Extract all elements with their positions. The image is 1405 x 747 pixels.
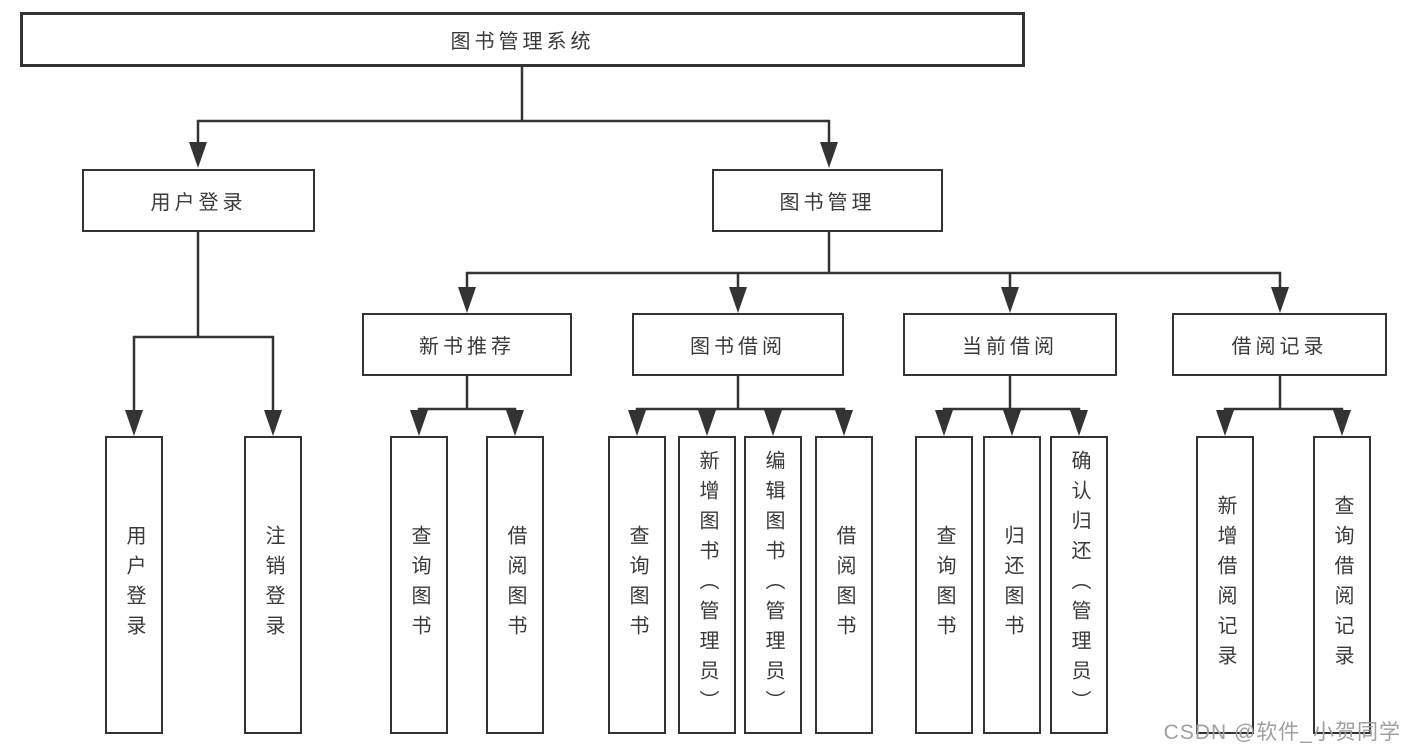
node-borrowing-records-label: 借阅记录 (1231, 336, 1328, 358)
csdn-watermark: CSDN @软件_小贺同学 (1163, 721, 1401, 744)
node-book-management: 图书管理 (712, 169, 943, 232)
arrowheads-new-book-leaves (410, 410, 524, 436)
node-new-book-recommend: 新书推荐 (362, 313, 572, 376)
leaf-add-borrow-record-label: 新增借阅记录 (1214, 495, 1236, 675)
leaf-borrow-books-2-label: 借阅图书 (833, 525, 855, 645)
leaf-add-books-admin: 新增图书（管理员） (678, 436, 736, 734)
connector-root-to-level2 (196, 67, 831, 144)
connector-user-login-to-leaves (132, 232, 275, 411)
leaf-return-books: 归还图书 (983, 436, 1041, 734)
node-current-borrowing: 当前借阅 (903, 313, 1117, 376)
node-borrowing-records: 借阅记录 (1172, 313, 1387, 376)
node-book-borrowing-label: 图书借阅 (690, 336, 786, 358)
leaf-edit-books-admin-label: 编辑图书（管理员） (762, 450, 784, 720)
leaf-confirm-return-admin: 确认归还（管理员） (1050, 436, 1108, 734)
connector-new-book-to-leaves (417, 376, 517, 412)
leaf-query-borrow-record-label: 查询借阅记录 (1331, 495, 1353, 675)
leaf-query-books-3-label: 查询图书 (933, 525, 955, 645)
arrowheads-user-login-leaves (125, 410, 282, 436)
leaf-user-login: 用户登录 (105, 436, 163, 734)
leaf-query-books-3: 查询图书 (915, 436, 973, 734)
node-book-management-label: 图书管理 (779, 192, 876, 214)
node-root-label: 图书管理系统 (450, 31, 595, 53)
leaf-add-borrow-record: 新增借阅记录 (1196, 436, 1254, 734)
connector-borrow-record-to-leaves (1223, 376, 1344, 412)
leaf-borrow-books-2: 借阅图书 (815, 436, 873, 734)
leaf-query-books-1: 查询图书 (390, 436, 448, 734)
leaf-query-borrow-record: 查询借阅记录 (1313, 436, 1371, 734)
leaf-query-books-2: 查询图书 (608, 436, 666, 734)
arrowheads-level3 (458, 287, 1289, 313)
leaf-add-books-admin-label: 新增图书（管理员） (696, 450, 718, 720)
node-root-library-system: 图书管理系统 (20, 12, 1025, 67)
node-user-login: 用户登录 (82, 169, 315, 232)
connector-current-borrow-to-leaves (942, 376, 1081, 412)
leaf-confirm-return-admin-label: 确认归还（管理员） (1068, 450, 1090, 720)
leaf-borrow-books-1-label: 借阅图书 (504, 525, 526, 645)
leaf-logout-label: 注销登录 (262, 525, 284, 645)
node-user-login-label: 用户登录 (150, 192, 247, 214)
leaf-user-login-label: 用户登录 (123, 525, 145, 645)
leaf-logout: 注销登录 (244, 436, 302, 734)
leaf-edit-books-admin: 编辑图书（管理员） (744, 436, 802, 734)
leaf-query-books-2-label: 查询图书 (626, 525, 648, 645)
arrowheads-current-borrow-leaves (935, 410, 1088, 436)
node-new-book-recommend-label: 新书推荐 (419, 336, 515, 358)
arrowheads-book-borrow-leaves (628, 410, 853, 436)
connector-book-mgmt-to-level3 (465, 232, 1282, 289)
node-current-borrowing-label: 当前借阅 (962, 336, 1058, 358)
arrowheads-level2 (189, 142, 838, 168)
leaf-query-books-1-label: 查询图书 (408, 525, 430, 645)
arrowheads-borrow-record-leaves (1216, 410, 1351, 436)
connector-book-borrow-to-leaves (635, 376, 846, 412)
leaf-borrow-books-1: 借阅图书 (486, 436, 544, 734)
node-book-borrowing: 图书借阅 (632, 313, 844, 376)
leaf-return-books-label: 归还图书 (1001, 525, 1023, 645)
